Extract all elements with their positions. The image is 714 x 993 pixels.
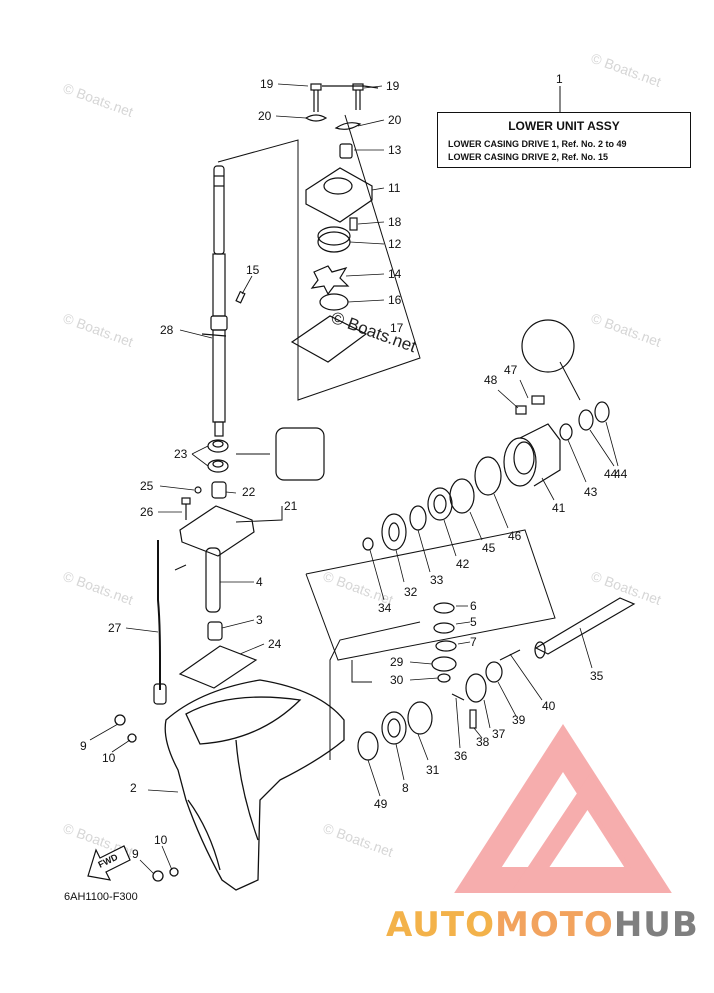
brand-wordmark: AUTOMOTOHUB [386,905,699,945]
callout: 29 [390,655,404,669]
watermark: © Boats.net [589,568,664,608]
callout: 24 [268,637,282,651]
callout: 10 [154,833,168,847]
callout: 45 [482,541,496,555]
callout: 44 [614,467,628,481]
callout: 23 [174,447,188,461]
callout: 9 [80,739,87,753]
callout: 18 [388,215,402,229]
callout: 28 [160,323,174,337]
callout: 34 [378,601,392,615]
watermark: © Boats.net [61,568,136,608]
watermark: © Boats.net [329,308,419,356]
drive-shaft [201,165,228,437]
callout: 13 [388,143,402,157]
callout: 6 [470,599,477,613]
callout: 16 [388,293,402,307]
callout: 12 [388,237,402,251]
callout: 27 [108,621,122,635]
callout: 26 [140,505,154,519]
callout: 35 [590,669,604,683]
watermark: © Boats.net [61,80,136,120]
callout: 39 [512,713,526,727]
watermark: © Boats.net [589,310,664,350]
callout: 48 [484,373,498,387]
callout: 9 [132,847,139,861]
callout: 40 [542,699,556,713]
watermark: © Boats.net [589,50,664,90]
callout-numbers: 2 3 4 5 6 7 8 9 9 10 10 11 12 13 14 15 1… [80,77,628,861]
brand-part-moto: MOTO [494,905,614,945]
callout: 2 [130,781,137,795]
callout: 36 [454,749,468,763]
callout: 47 [504,363,518,377]
callout: 14 [388,267,402,281]
lower-casing [114,679,345,891]
callout: 42 [456,557,470,571]
callout: 17 [390,321,404,335]
watermark: © Boats.net [321,820,396,860]
callout: 15 [246,263,260,277]
brand-part-auto: AUTO [386,905,495,945]
legend-line-1: LOWER CASING DRIVE 1, Ref. No. 2 to 49 [448,139,627,149]
leader-lines [89,83,619,875]
water-pump [235,83,379,363]
diagram-code: 6AH1100-F300 [64,891,138,903]
callout: 21 [284,499,298,513]
callout: 30 [390,673,404,687]
callout: 43 [584,485,598,499]
callout: 19 [386,79,400,93]
callout: 32 [404,585,418,599]
callout: 7 [470,635,477,649]
propeller-shaft-group [357,597,636,761]
callout: 31 [426,763,440,777]
callout: 33 [430,573,444,587]
callout: 20 [388,113,402,127]
callout: 11 [388,181,401,195]
callout: 4 [256,575,263,589]
callout: 44 [604,467,618,481]
callout: 49 [374,797,388,811]
bearing-housing-group [362,319,610,551]
legend-line-2: LOWER CASING DRIVE 2, Ref. No. 15 [448,152,609,162]
legend-box: LOWER UNIT ASSY LOWER CASING DRIVE 1, Re… [437,112,691,168]
legend-title: LOWER UNIT ASSY [508,119,620,133]
bracket-lines [174,86,581,760]
upper-parts [153,427,325,705]
callout: 38 [476,735,490,749]
callout: 46 [508,529,522,543]
automotohub-logo [454,723,672,893]
watermark: © Boats.net [61,310,136,350]
callout: 8 [402,781,409,795]
callout: 10 [102,751,116,765]
callout: 3 [256,613,263,627]
callout: 37 [492,727,506,741]
callout: 5 [470,615,477,629]
callout: 19 [260,77,274,91]
callout: 20 [258,109,272,123]
legend-callout: 1 [556,72,563,86]
brand-part-hub: HUB [613,905,699,945]
callout: 25 [140,479,154,493]
callout: 22 [242,485,256,499]
callout: 41 [552,501,566,515]
